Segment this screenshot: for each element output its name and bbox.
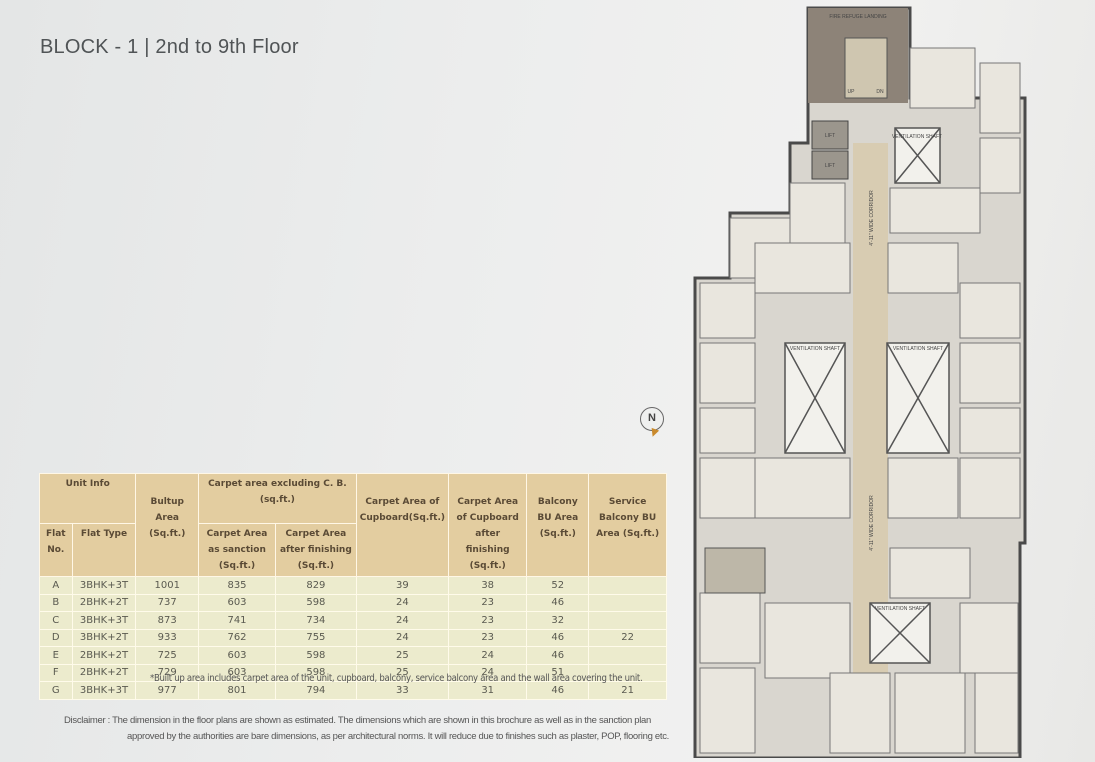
table-cell: 32 [526,611,590,630]
table-cell: 3BHK+3T [71,576,137,595]
table-cell: 24 [355,611,450,630]
table-cell: 22 [588,628,667,647]
north-compass-icon: N [640,407,664,431]
column-header: Flat Type [71,523,137,577]
table-cell: 603 [198,646,276,665]
table-cell: 794 [275,681,357,700]
table-cell: 977 [135,681,199,700]
table-cell: 603 [198,593,276,612]
table-cell: 3BHK+3T [71,611,137,630]
table-cell: 33 [355,681,450,700]
table-cell: 598 [275,646,357,665]
table-cell: 755 [275,628,357,647]
disclaimer: Disclaimer : The dimension in the floor … [64,713,674,745]
table-cell: 23 [448,593,528,612]
table-cell: 829 [275,576,357,595]
table-cell [588,646,667,665]
plan-label: VENTILATION SHAFT [893,346,943,352]
table-cell: 38 [448,576,528,595]
footnote: *Built up area includes carpet area of t… [150,673,643,684]
plan-label: 4'-11" WIDE CORRIDOR [869,495,875,551]
table-cell: 24 [355,593,450,612]
table-cell: 3BHK+2T [71,628,137,647]
table-cell: 46 [526,593,590,612]
plan-label: DN [876,89,884,95]
table-cell: 23 [448,611,528,630]
table-cell: 23 [448,628,528,647]
plan-label: 4'-11" WIDE CORRIDOR [869,190,875,246]
table-cell: 25 [355,663,450,682]
table-cell: 598 [275,593,357,612]
column-header: Bultup Area (Sq.ft.) [135,473,199,577]
plan-label: LIFT [825,163,835,169]
table-cell: 2BHK+2T [71,663,137,682]
plan-label: UP [848,89,856,95]
column-header: Carpet Area of Cupboard(Sq.ft.) [355,473,450,577]
table-cell: 734 [275,611,357,630]
table-cell: G [39,681,73,700]
table-cell: 24 [448,663,528,682]
column-header: Balcony BU Area (Sq.ft.) [526,473,590,577]
table-cell: 725 [135,646,199,665]
table-cell: 1001 [135,576,199,595]
table-cell: 737 [135,593,199,612]
plan-label: FIRE REFUGE LANDING [829,14,886,20]
table-cell: F [39,663,73,682]
table-cell: 21 [588,681,667,700]
table-cell: 741 [198,611,276,630]
table-cell [588,611,667,630]
table-cell: 873 [135,611,199,630]
table-cell: 52 [526,576,590,595]
table-cell: B [39,593,73,612]
table-cell: 598 [275,663,357,682]
plan-label: VENTILATION SHAFT [892,134,942,140]
table-cell: E [39,646,73,665]
table-cell: 24 [448,646,528,665]
table-cell: 24 [355,628,450,647]
column-header: Service Balcony BU Area (Sq.ft.) [588,473,667,577]
table-cell: 25 [355,646,450,665]
table-cell: 2BHK+2T [71,646,137,665]
group-header-carpet-area: Carpet area excluding C. B. (sq.ft.) [198,473,357,524]
table-cell [588,593,667,612]
unit-area-table: Unit Info Bultup Area (Sq.ft.) Carpet ar… [38,473,667,700]
disclaimer-line: Disclaimer : The dimension in the floor … [64,715,652,726]
page-title: BLOCK - 1 | 2nd to 9th Floor [40,36,299,58]
table-cell: 762 [198,628,276,647]
table-cell: 835 [198,576,276,595]
column-header: Carpet Area of Cupboard after finishing … [448,473,528,577]
column-header: Carpet Area as sanction (Sq.ft.) [198,523,276,577]
column-header: Flat No. [39,523,73,577]
table-cell: C [39,611,73,630]
column-header: Carpet Area after finishing (Sq.ft.) [275,523,357,577]
table-cell: D [39,628,73,647]
table-cell: 3BHK+3T [71,681,137,700]
table-cell: 2BHK+2T [71,593,137,612]
plan-label: LIFT [825,133,835,139]
table-cell: 51 [526,663,590,682]
table-cell: 933 [135,628,199,647]
plan-label: VENTILATION SHAFT [790,346,840,352]
floor-plan: FIRE REFUGE LANDING LIFT LIFT VENTILATIO… [693,6,1027,758]
table-cell: 31 [448,681,528,700]
table-cell: 39 [355,576,450,595]
table-cell [588,663,667,682]
table-cell [588,576,667,595]
table-cell: 46 [526,628,590,647]
table-cell: 46 [526,646,590,665]
table-cell: 801 [198,681,276,700]
plan-label: VENTILATION SHAFT [875,606,925,612]
disclaimer-line: approved by the authorities are bare dim… [127,731,670,742]
table-cell: 46 [526,681,590,700]
group-header-unit-info: Unit Info [38,473,137,524]
table-cell: A [39,576,73,595]
